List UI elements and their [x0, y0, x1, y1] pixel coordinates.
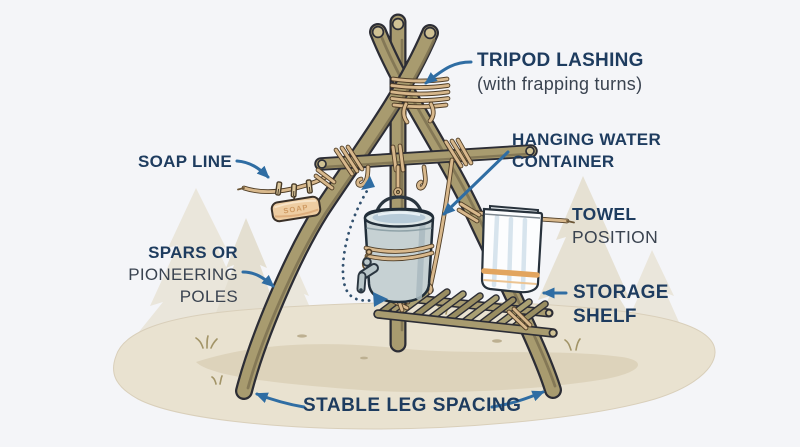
storage-shelf-title: STORAGE SHELF — [573, 282, 669, 327]
tripod-lashing-label: TRIPOD LASHING (with frapping turns) — [477, 49, 644, 96]
arrow-stable-left — [255, 392, 306, 409]
dotted-guide-arrow — [341, 176, 388, 307]
towel — [456, 201, 544, 294]
storage-shelf-label: STORAGE SHELF — [573, 281, 689, 329]
water-bucket — [356, 195, 435, 304]
spars-subtitle: PIONEERING POLES — [128, 265, 238, 307]
soap-line-rope — [237, 167, 337, 194]
hanging-water-container-label: HANGING WATER CONTAINER — [512, 129, 661, 173]
arrow-tripod-lashing — [424, 60, 473, 85]
soap-bar: SOAP — [270, 195, 322, 223]
towel-position-title: TOWEL — [572, 204, 637, 224]
soap-line-label: SOAP LINE — [108, 151, 232, 173]
stable-leg-spacing-label: STABLE LEG SPACING — [303, 394, 521, 419]
crossbar-lashings — [333, 137, 474, 177]
tripod-lashing-title: TRIPOD LASHING — [477, 50, 644, 71]
spars-title: SPARS OR — [148, 243, 238, 262]
clothespins — [274, 179, 313, 198]
tripod-lashing-knot — [389, 76, 451, 125]
arrow-stable-right — [490, 390, 545, 409]
label-arrows — [235, 60, 568, 409]
arrow-spars — [241, 270, 275, 288]
stable-leg-spacing-title: STABLE LEG SPACING — [303, 395, 522, 416]
rope-hooks — [355, 164, 428, 197]
spars-label: SPARS OR PIONEERING POLES — [126, 242, 238, 308]
arrow-hanging-water — [442, 150, 510, 216]
soap-bar-text: SOAP — [283, 203, 309, 216]
arrow-soap-line — [235, 159, 270, 179]
towel-position-subtitle: POSITION — [572, 226, 659, 247]
shelf-support-rope — [427, 157, 455, 291]
hanging-water-line1: HANGING WATER — [512, 130, 662, 149]
soap-line-title: SOAP LINE — [137, 152, 232, 171]
bucket-spigot — [356, 257, 379, 294]
hanging-water-line2: CONTAINER — [512, 152, 615, 172]
tripod-lashing-subtitle: (with frapping turns) — [477, 74, 643, 95]
towel-position-label: TOWEL POSITION — [572, 203, 658, 249]
